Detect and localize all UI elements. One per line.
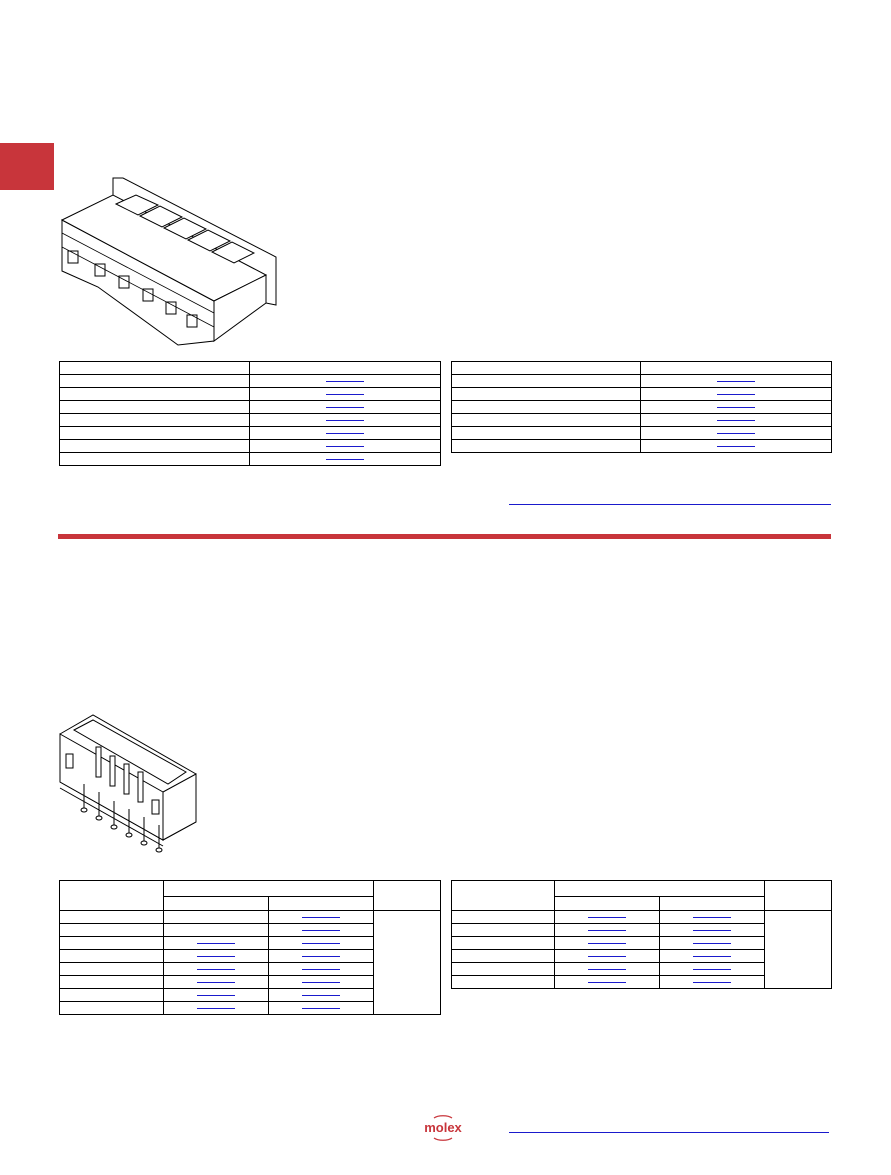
part-number-link[interactable]	[588, 955, 626, 957]
part-number-link[interactable]	[693, 955, 731, 957]
table-row	[451, 400, 832, 414]
table-row	[451, 975, 832, 989]
table-row	[451, 936, 832, 950]
section-tab	[0, 143, 54, 190]
part-number-link[interactable]	[302, 916, 340, 918]
table-header-row	[59, 879, 441, 911]
table-header-row	[452, 896, 832, 911]
top-left-spec-table	[59, 361, 441, 466]
table-row	[59, 387, 441, 401]
part-number-link[interactable]	[326, 445, 364, 447]
table-row	[59, 361, 441, 375]
part-number-link[interactable]	[197, 942, 235, 944]
part-number-link[interactable]	[326, 458, 364, 460]
table-row	[59, 1001, 441, 1015]
footer-link[interactable]	[509, 1131, 829, 1133]
part-number-link[interactable]	[326, 406, 364, 408]
part-number-link[interactable]	[302, 981, 340, 983]
table-row	[451, 439, 832, 453]
table-row	[451, 426, 832, 440]
part-number-link[interactable]	[326, 419, 364, 421]
table-row	[59, 949, 441, 963]
table-row	[59, 426, 441, 440]
part-number-link[interactable]	[717, 393, 755, 395]
table-row	[451, 949, 832, 963]
bottom-right-spec-table	[451, 879, 832, 989]
part-number-link[interactable]	[197, 955, 235, 957]
top-right-spec-table	[451, 361, 832, 453]
part-number-link[interactable]	[717, 419, 755, 421]
part-number-link[interactable]	[588, 981, 626, 983]
part-number-link[interactable]	[302, 968, 340, 970]
svg-text:molex: molex	[424, 1120, 462, 1135]
part-number-link[interactable]	[693, 916, 731, 918]
table-row	[59, 962, 441, 976]
table-row	[59, 910, 441, 1015]
table-row	[451, 361, 832, 375]
table-row	[451, 923, 832, 937]
part-number-link[interactable]	[693, 942, 731, 944]
part-number-link[interactable]	[302, 1007, 340, 1009]
pcb-header-illustration	[58, 712, 203, 860]
table-row	[451, 374, 832, 388]
part-number-link[interactable]	[302, 942, 340, 944]
table-row	[451, 910, 832, 989]
molex-logo: molex	[412, 1114, 474, 1142]
molex-swirl-icon	[433, 1115, 453, 1141]
table-row	[59, 988, 441, 1002]
part-number-link[interactable]	[588, 968, 626, 970]
table-row	[451, 413, 832, 427]
table-row	[59, 400, 441, 414]
crimp-housing-illustration	[58, 175, 288, 351]
part-number-link[interactable]	[197, 981, 235, 983]
part-number-link[interactable]	[326, 432, 364, 434]
part-number-link[interactable]	[302, 955, 340, 957]
table-row	[59, 413, 441, 427]
part-number-link[interactable]	[717, 445, 755, 447]
part-number-link[interactable]	[693, 981, 731, 983]
table-row	[59, 439, 441, 453]
part-number-link[interactable]	[197, 968, 235, 970]
part-number-link[interactable]	[717, 380, 755, 382]
part-number-link[interactable]	[588, 916, 626, 918]
part-number-link[interactable]	[717, 432, 755, 434]
part-number-link[interactable]	[717, 406, 755, 408]
part-number-link[interactable]	[693, 968, 731, 970]
table-header-row	[451, 879, 832, 911]
part-number-link[interactable]	[326, 380, 364, 382]
section-divider	[58, 534, 831, 539]
bottom-left-spec-table	[59, 879, 441, 1015]
part-number-link[interactable]	[197, 1007, 235, 1009]
part-number-link[interactable]	[302, 929, 340, 931]
table-row	[59, 452, 441, 466]
specification-link[interactable]	[509, 503, 831, 505]
table-header-row	[60, 896, 441, 911]
part-number-link[interactable]	[326, 393, 364, 395]
part-number-link[interactable]	[588, 942, 626, 944]
table-row	[451, 387, 832, 401]
part-number-link[interactable]	[197, 994, 235, 996]
part-number-link[interactable]	[588, 929, 626, 931]
table-row	[59, 374, 441, 388]
table-row	[451, 962, 832, 976]
table-row	[59, 936, 441, 950]
part-number-link[interactable]	[302, 994, 340, 996]
part-number-link[interactable]	[693, 929, 731, 931]
